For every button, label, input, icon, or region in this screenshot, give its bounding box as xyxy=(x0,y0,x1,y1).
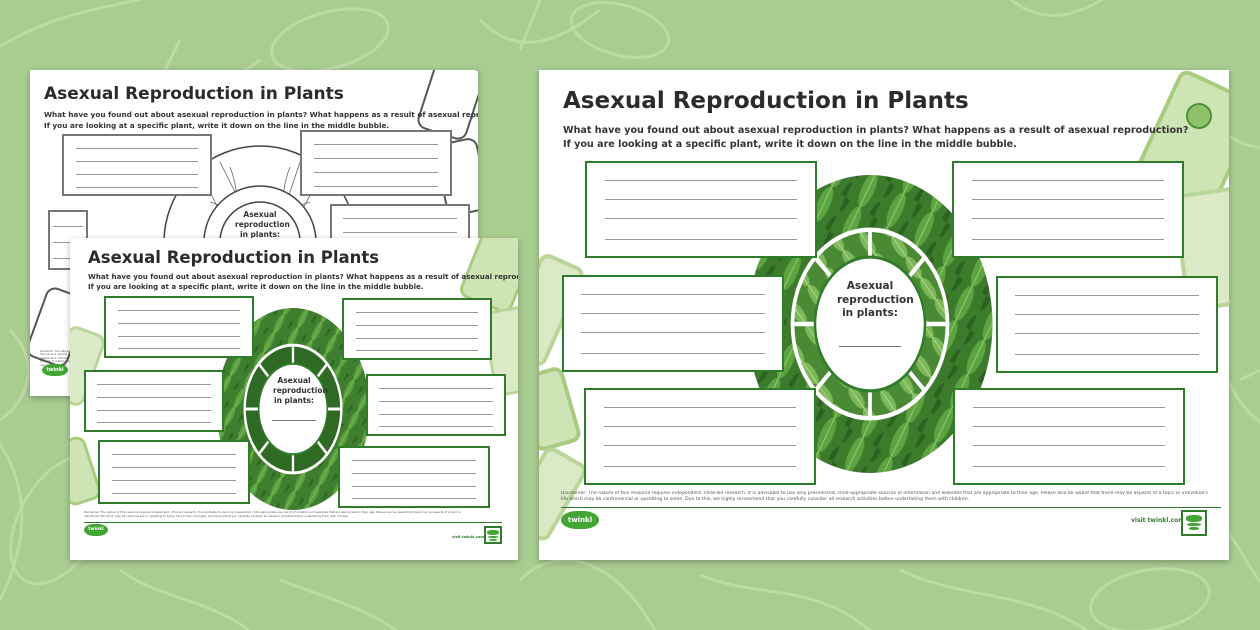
center-bubble-label: Asexual reproduction in plants: xyxy=(235,210,290,239)
worksheet-instructions: What have you found out about asexual re… xyxy=(88,272,518,293)
instruction-line: If you are looking at a specific plant, … xyxy=(44,120,390,130)
worksheet-instructions: What have you found out about asexual re… xyxy=(44,110,478,131)
instruction-line: If you are looking at a specific plant, … xyxy=(563,138,1017,150)
center-write-line xyxy=(839,346,901,347)
answer-box xyxy=(342,298,492,360)
decorative-pod xyxy=(539,364,583,454)
worksheet-preview-color-small: Asexual Reproduction in Plants What have… xyxy=(70,238,518,560)
answer-box xyxy=(300,130,452,196)
answer-box xyxy=(562,275,784,372)
answer-box xyxy=(104,296,254,358)
answer-box xyxy=(952,161,1184,258)
quality-badge xyxy=(484,526,502,544)
answer-box xyxy=(98,440,250,504)
twinkl-logo: twinkl xyxy=(84,524,108,536)
instruction-line: If you are looking at a specific plant, … xyxy=(88,282,424,292)
center-wheel-color xyxy=(216,308,370,510)
answer-box xyxy=(953,388,1185,485)
twinkl-logo: twinkl xyxy=(561,511,599,529)
center-write-line xyxy=(272,420,316,421)
visit-website-text: visit twinkl.com xyxy=(452,535,485,539)
worksheet-title: Asexual Reproduction in Plants xyxy=(563,88,969,114)
answer-box xyxy=(585,161,817,258)
disclaimer-text: Disclaimer: The nature of this resource … xyxy=(561,491,1208,503)
instruction-line: What have you found out about asexual re… xyxy=(44,110,478,119)
disclaimer-text: Disclaimer: The nature of this resource … xyxy=(84,511,462,518)
answer-box xyxy=(996,276,1218,373)
footer-divider xyxy=(561,507,1221,508)
answer-box xyxy=(84,370,224,432)
instruction-line: What have you found out about asexual re… xyxy=(88,272,518,281)
answer-box xyxy=(62,134,212,196)
twinkl-logo: twinkl xyxy=(42,364,68,376)
answer-box xyxy=(584,388,816,485)
worksheet-title: Asexual Reproduction in Plants xyxy=(44,84,344,104)
footer-divider xyxy=(84,522,502,523)
worksheet-instructions: What have you found out about asexual re… xyxy=(563,124,1188,152)
center-bubble-label: Asexual reproduction in plants: xyxy=(273,376,328,405)
decorative-pea xyxy=(1186,103,1212,129)
worksheet-title: Asexual Reproduction in Plants xyxy=(88,248,380,267)
answer-box xyxy=(366,374,506,436)
instruction-line: What have you found out about asexual re… xyxy=(563,125,1189,136)
center-bubble-label: Asexual reproduction in plants: xyxy=(837,280,914,320)
worksheet-preview-color-large: Asexual Reproduction in Plants What have… xyxy=(539,70,1229,560)
quality-badge xyxy=(1181,510,1207,536)
visit-website-text: visit twinkl.com xyxy=(1131,517,1185,524)
answer-box xyxy=(338,446,490,508)
